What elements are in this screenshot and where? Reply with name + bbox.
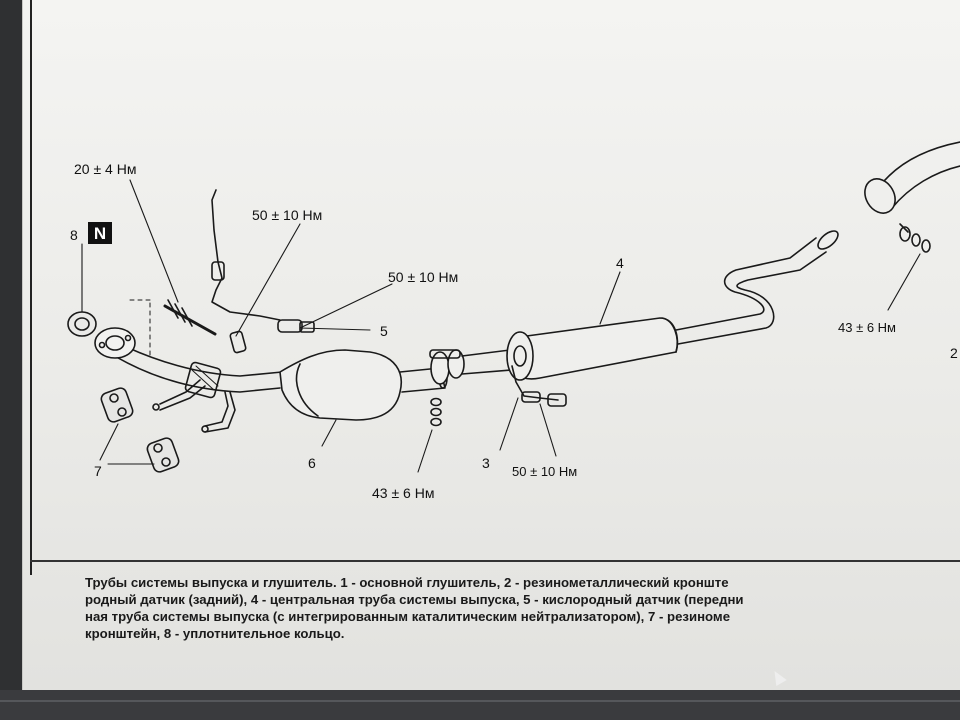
rubber-brackets [100,387,180,473]
document-page [22,0,960,690]
torque-stud: 20 ± 4 Нм [74,161,136,177]
main-muffler [506,317,679,381]
torque-front-sensor-right: 50 ± 10 Нм [388,269,458,285]
rear-pipe-end [864,141,960,253]
center-pipe [429,349,513,385]
callout-5: 5 [380,323,388,339]
exhaust-system-diagram: N 20 ± 4 Нм 50 ± 10 Нм 50 ± 10 Нм 43 ± 6… [67,141,960,501]
front-oxygen-sensor [211,189,315,354]
torque-rear-bracket: 43 ± 6 Нм [838,320,896,335]
torque-flange-nuts: 43 ± 6 Нм [372,485,434,501]
caption-line-1: Трубы системы выпуска и глушитель. 1 - о… [85,575,729,590]
caption-line-2: родный датчик (задний), 4 - центральная … [85,592,744,607]
callout-2: 2 [950,345,958,361]
new-part-badge [88,222,112,244]
page-border-left [30,0,32,575]
callout-4: 4 [616,255,624,271]
monitor-bezel [0,690,960,720]
flange-nuts [430,397,442,427]
torque-front-sensor-top: 50 ± 10 Нм [252,207,322,223]
caption-line-3: ная труба системы выпуска (с интегрирова… [85,609,731,624]
catalytic-converter [279,349,448,421]
manifold-flange [94,327,136,359]
rear-oxygen-sensor [511,365,567,407]
tail-pipe [675,230,839,345]
callout-6: 6 [308,455,316,471]
stud-bolt [163,299,217,336]
caption-line-4: кронштейн, 8 - уплотнительное кольцо. [85,626,345,641]
sealing-ring [67,311,97,337]
callout-7: 7 [94,463,102,479]
front-pipe [94,327,283,433]
new-part-badge-letter: N [94,224,106,243]
figure-divider [30,560,960,562]
callout-8: 8 [70,227,78,243]
leader-lines [81,179,921,473]
figure-caption: Трубы системы выпуска и глушитель. 1 - о… [85,574,955,642]
callout-3: 3 [482,455,490,471]
torque-rear-sensor: 50 ± 10 Нм [512,464,577,479]
